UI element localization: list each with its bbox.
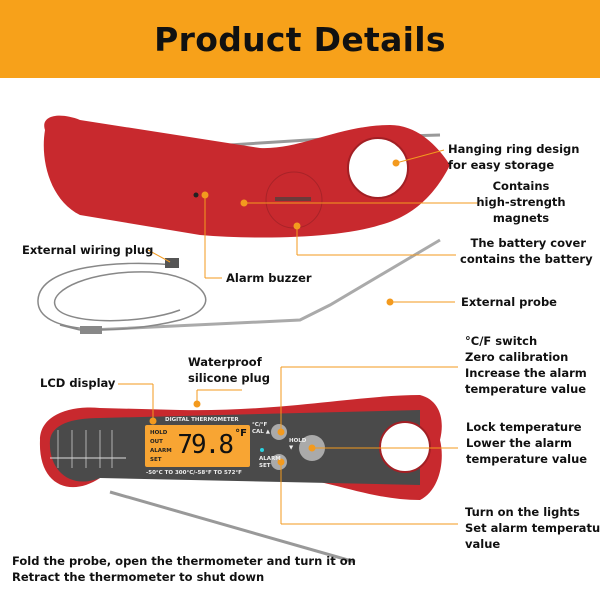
page-title: Product Details bbox=[154, 19, 446, 59]
label-lcd-display: LCD display bbox=[40, 376, 116, 390]
thermometer-body-top bbox=[43, 115, 451, 238]
hold-button-label: HOLD ▼ bbox=[289, 438, 307, 451]
range-text: -50°C TO 300°C/-58°F TO 572°F bbox=[146, 470, 242, 476]
label-wiring-plug: External wiring plug bbox=[22, 243, 154, 257]
indicator-light-icon bbox=[260, 448, 264, 452]
temperature-unit: °F bbox=[235, 428, 247, 439]
cf-button-label: °C/°F CAL ▲ bbox=[252, 422, 270, 435]
lcd-modes: HOLD OUT ALARM SET bbox=[150, 429, 172, 465]
lcd-screen: HOLD OUT ALARM SET 79.8 °F bbox=[145, 425, 250, 467]
temperature-reading: 79.8 bbox=[177, 430, 234, 460]
alarm-button-label: ALARM SET bbox=[259, 456, 281, 469]
label-alarm-buzzer: Alarm buzzer bbox=[226, 271, 312, 285]
external-wiring-plug bbox=[165, 258, 179, 268]
mode-out: OUT bbox=[150, 439, 163, 445]
label-fold: Fold the probe, open the thermometer and… bbox=[12, 554, 356, 584]
hanging-ring-hole bbox=[347, 137, 409, 199]
probe-bottom-rod bbox=[109, 490, 356, 564]
mode-set: SET bbox=[150, 457, 162, 463]
external-cable-coil bbox=[37, 262, 207, 331]
mode-alarm: ALARM bbox=[150, 448, 172, 454]
mode-hold: HOLD bbox=[150, 430, 168, 436]
screen-title: DIGITAL THERMOMETER bbox=[165, 417, 239, 423]
external-probe bbox=[89, 238, 441, 332]
battery-cover bbox=[265, 171, 323, 229]
alarm-buzzer-hole bbox=[193, 192, 199, 198]
header-banner: Product Details bbox=[0, 0, 600, 78]
ring-hole-bottom bbox=[379, 421, 431, 473]
label-external-probe: External probe bbox=[461, 295, 557, 309]
